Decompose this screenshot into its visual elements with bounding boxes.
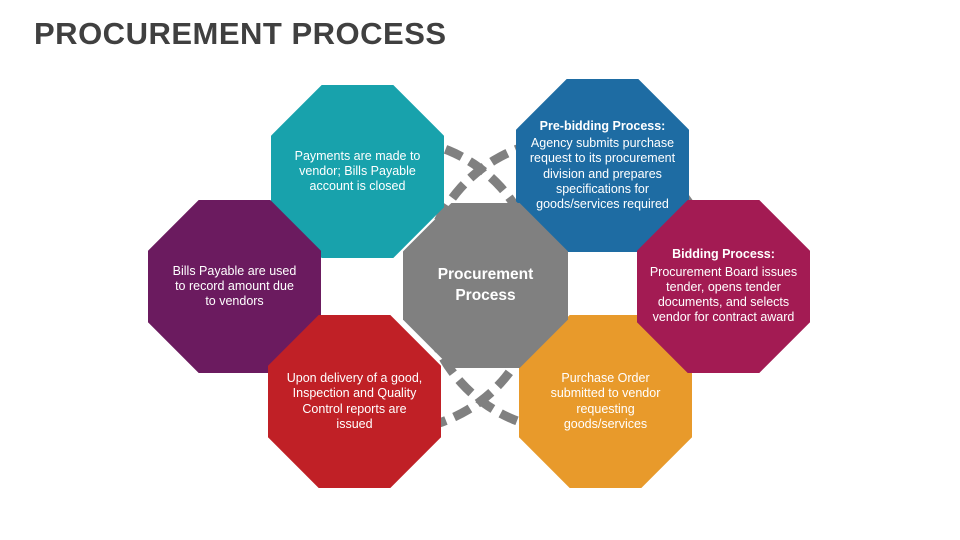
- node-bidding-heading: Bidding Process:: [672, 247, 775, 262]
- node-pre-bidding-heading: Pre-bidding Process:: [539, 118, 666, 133]
- page-title: PROCUREMENT PROCESS: [34, 16, 447, 51]
- node-bills-payable-text: Bills Payable are used to record amount …: [172, 263, 297, 309]
- node-payments-text: Payments are made to vendor; Bills Payab…: [294, 148, 421, 194]
- node-inspection[interactable]: Upon delivery of a good, Inspection and …: [268, 315, 441, 488]
- node-center-procurement-process[interactable]: Procurement Process: [403, 203, 568, 368]
- node-pre-bidding[interactable]: Pre-bidding Process: Agency submits purc…: [516, 79, 689, 252]
- node-bidding[interactable]: Bidding Process: Procurement Board issue…: [637, 200, 810, 373]
- node-pre-bidding-text: Agency submits purchase request to its p…: [529, 136, 676, 211]
- node-center-label: Procurement Process: [437, 266, 534, 304]
- node-purchase-order[interactable]: Purchase Order submitted to vendor reque…: [519, 315, 692, 488]
- node-inspection-text: Upon delivery of a good, Inspection and …: [286, 371, 423, 431]
- node-bidding-text: Procurement Board issues tender, opens t…: [649, 264, 798, 325]
- node-purchase-order-text: Purchase Order submitted to vendor reque…: [550, 371, 661, 431]
- node-payments[interactable]: Payments are made to vendor; Bills Payab…: [271, 85, 444, 258]
